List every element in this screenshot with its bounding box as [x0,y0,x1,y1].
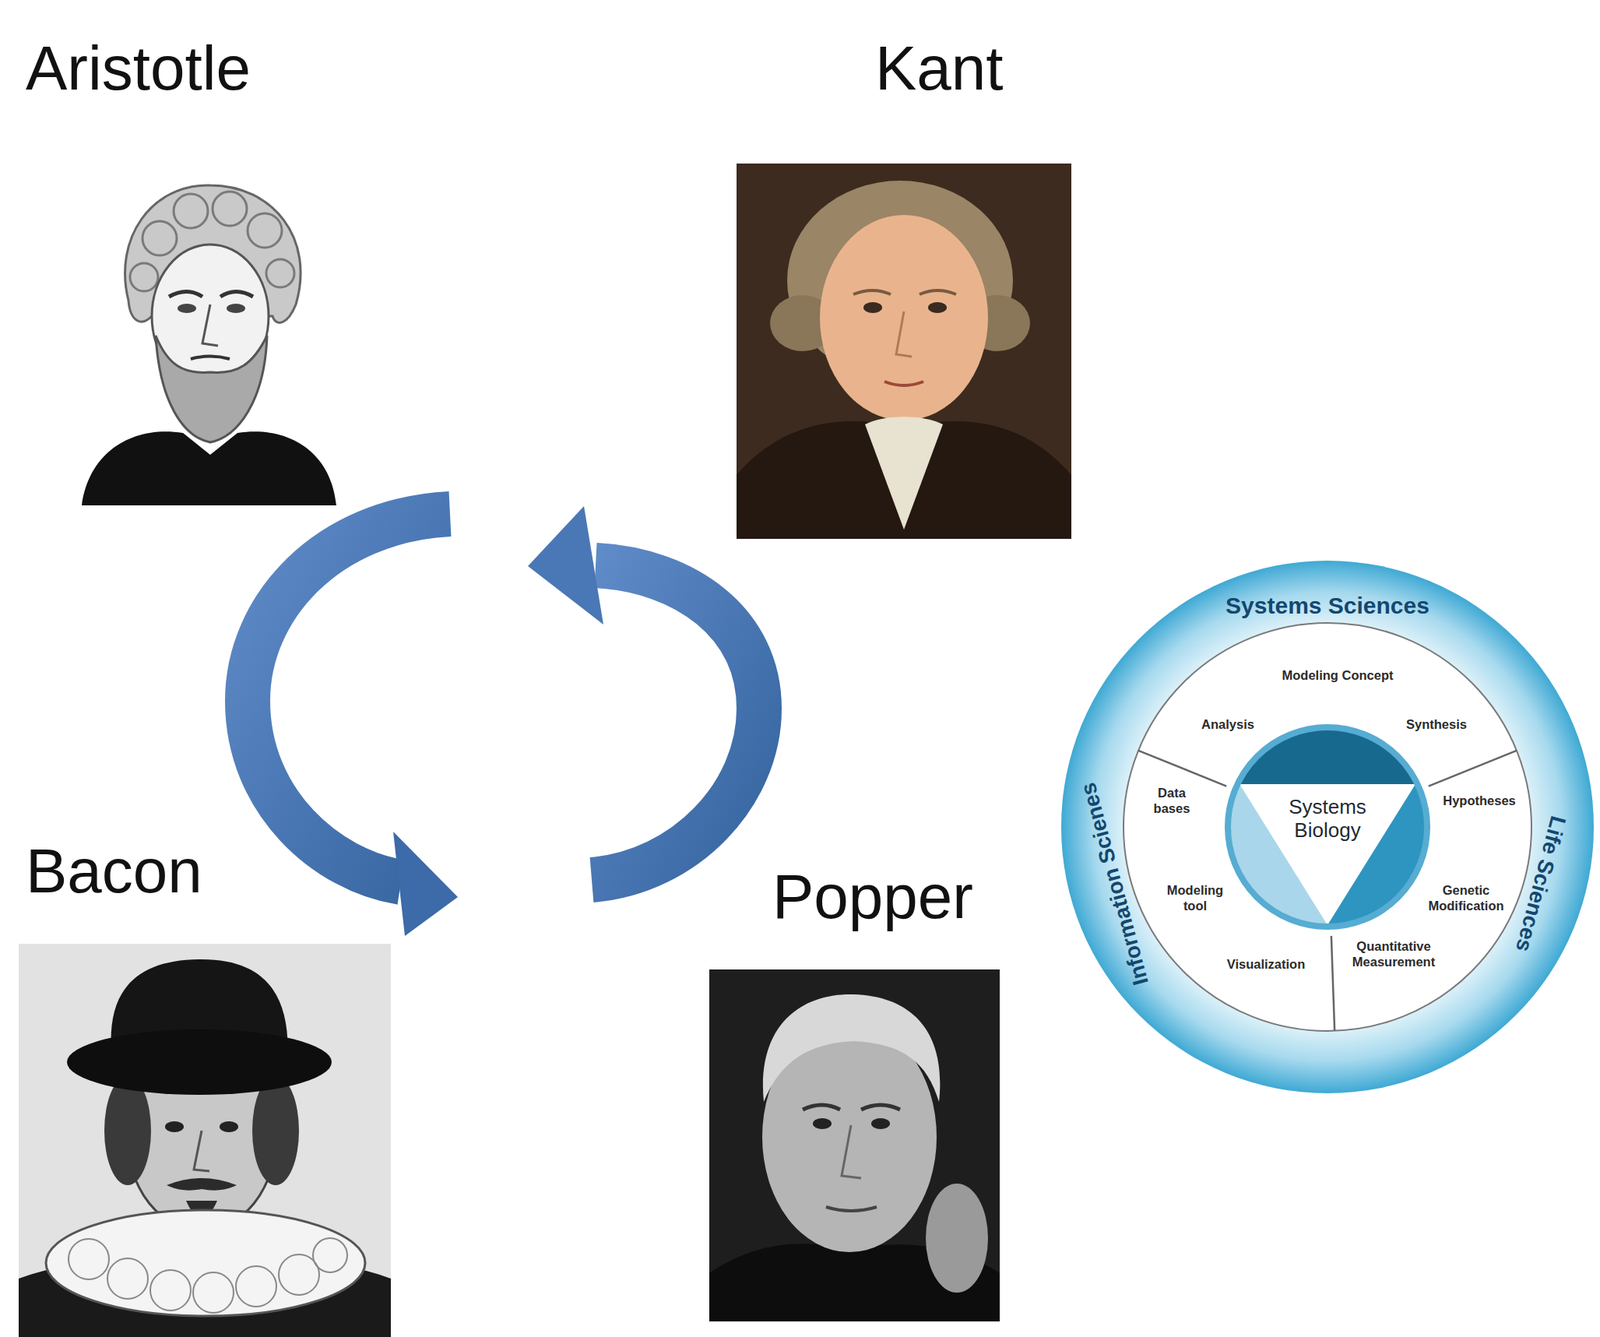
text-slot: Kant [875,32,1004,105]
text-slot: Aristotle [25,32,251,105]
text-slot: Quantitative Measurement [1352,938,1435,971]
sector-divider [1428,750,1517,787]
text-slot: Modeling Concept [1282,668,1394,684]
text-slot: Bacon [25,835,203,908]
sector-label: Synthesis [1406,717,1467,733]
sector-label: Modeling tool [1167,882,1224,915]
text-slot: Visualization [1227,956,1306,973]
text-slot: Popper [772,861,974,933]
portrait-name: Popper [772,861,974,933]
portrait-frame: Kant [736,32,1072,539]
sector-label: Genetic Modification [1427,882,1504,915]
text-slot: Hypotheses [1442,793,1516,809]
popper-portrait [709,969,1000,1322]
text-slot: Genetic Modification [1427,882,1504,915]
aristotle-portrait [81,168,337,506]
bacon-portrait [18,943,391,1337]
wheel-sector: Modeling ConceptAnalysis Synthesis [1201,668,1467,733]
sector-divider [1138,750,1227,787]
portrait-frame: Bacon [18,835,391,1337]
sector-label: Hypotheses [1442,793,1516,809]
core-label: Systems Biology [1288,795,1367,843]
sector-label: Visualization [1227,956,1306,973]
sector-label: Analysis [1201,717,1255,733]
text-slot: Systems Biology [1288,795,1367,843]
sector-divider [1331,935,1335,1031]
portrait-frame: Aristotle [25,32,338,506]
text-slot: Systems Sciences [1225,592,1430,620]
kant-portrait [736,163,1072,539]
text-slot: Modeling tool [1167,882,1224,915]
inner-disc [1123,622,1532,1031]
ring-label: Systems Sciences [1225,592,1430,620]
sector-label: Quantitative Measurement [1352,938,1435,971]
portrait-name: Kant [875,32,1004,105]
portrait-name: Aristotle [25,32,251,105]
cycle-arrows [247,506,760,936]
portrait-name: Bacon [25,835,203,908]
systems-wheel: Systems SciencesInformation ScienesLife … [1060,559,1595,1094]
portrait-frame: Popper [709,861,1000,1322]
core-border [1227,727,1428,927]
core-circle: Systems Biology [1223,722,1432,932]
sector-label: Modeling Concept [1282,668,1394,684]
text-slot: Data bases [1153,785,1191,817]
core-top-segment [1239,729,1416,785]
text-slot: Synthesis [1406,717,1467,733]
sector-label: Data bases [1153,785,1191,817]
text-slot: Analysis [1201,717,1255,733]
outer-ring [1061,560,1594,1094]
